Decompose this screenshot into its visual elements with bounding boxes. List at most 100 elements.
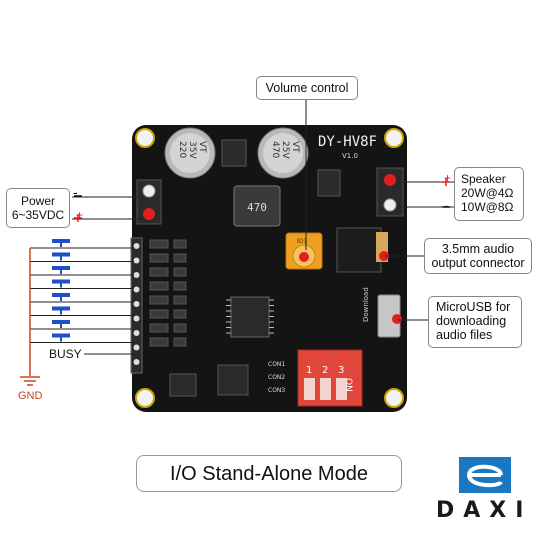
volume-control-callout: Volume control xyxy=(256,76,358,100)
smd-resistor xyxy=(149,267,169,277)
inductor xyxy=(233,185,281,227)
inductor-label: 470 xyxy=(247,201,267,214)
power-plus-sign: + xyxy=(76,208,84,222)
volume-potentiometer xyxy=(285,232,323,270)
mounting-holes xyxy=(135,128,404,408)
mode-title: I/O Stand-Alone Mode xyxy=(136,455,402,492)
dip-number: 3 xyxy=(338,365,344,376)
con-label: CON1 xyxy=(268,361,285,368)
smd-resistor xyxy=(149,309,169,319)
push-button-icon xyxy=(52,252,70,257)
usb-label-line1: MicroUSB for xyxy=(436,300,511,314)
smd-capacitor xyxy=(173,337,187,347)
smd-resistor xyxy=(149,323,169,333)
main-ic xyxy=(230,296,270,338)
chip-label: IO3 xyxy=(297,238,307,245)
smd-capacitor xyxy=(173,295,187,305)
smd-components xyxy=(149,239,187,347)
smd-capacitor xyxy=(173,309,187,319)
usb-label-line3: audio files xyxy=(436,328,493,342)
speaker-label: Speaker xyxy=(461,172,506,186)
dip-number: 1 xyxy=(306,365,312,376)
ground-symbol xyxy=(20,248,40,386)
capacitor-label: VT xyxy=(197,141,207,153)
usb-label-line2: downloading xyxy=(436,314,507,328)
push-button-icon xyxy=(52,239,70,243)
smd-resistor xyxy=(149,337,169,347)
capacitor-label: 25V xyxy=(280,141,290,159)
smd-capacitor xyxy=(173,253,187,263)
chip-top xyxy=(221,139,247,167)
speaker-4ohm-label: 20W@4Ω xyxy=(461,186,514,200)
dip-switch xyxy=(297,349,363,407)
header-pin xyxy=(133,301,140,307)
smd-capacitor xyxy=(173,281,187,291)
capacitor-left xyxy=(164,127,216,179)
version-label: V1.0 xyxy=(342,152,358,160)
speaker-callout: Speaker 20W@4Ω 10W@8Ω xyxy=(454,167,524,221)
header-pin xyxy=(133,359,140,365)
speaker-8ohm-label: 10W@8Ω xyxy=(461,200,514,214)
chip-bottom-left xyxy=(169,373,197,397)
capacitor-right xyxy=(257,127,309,179)
audio-output-callout: 3.5mm audio output connector xyxy=(424,238,532,274)
speaker-terminal xyxy=(376,167,404,217)
busy-label: BUSY xyxy=(49,347,82,361)
volume-control-label: Volume control xyxy=(265,81,349,95)
speaker-minus-sign: - xyxy=(444,197,449,213)
micro-usb-callout: MicroUSB for downloading audio files xyxy=(428,296,522,348)
header-pin xyxy=(133,315,140,322)
smd-capacitor xyxy=(173,239,187,249)
push-button-icon xyxy=(52,293,70,297)
polarity-marks xyxy=(74,178,450,222)
push-button-icon xyxy=(52,333,70,338)
push-button-icon xyxy=(52,306,70,311)
power-range-label: 6~35VDC xyxy=(11,208,65,222)
push-button-icon xyxy=(52,279,70,284)
button-ladder xyxy=(29,239,134,343)
smd-resistor xyxy=(149,253,169,263)
speaker-plus-sign: + xyxy=(444,171,452,185)
capacitor-label: 35V xyxy=(187,141,197,159)
header-pin xyxy=(133,257,140,264)
con-label: CON2 xyxy=(268,374,285,381)
ic-pins xyxy=(226,299,274,334)
download-label: Download xyxy=(362,287,370,322)
model-label: DY-HV8F xyxy=(318,134,377,150)
capacitor-label: 470 xyxy=(270,141,280,158)
chip-bottom xyxy=(217,364,249,396)
smd-capacitor xyxy=(173,323,187,333)
header-pin xyxy=(133,286,140,293)
push-button-icon xyxy=(52,266,70,270)
power-minus-sign: - xyxy=(73,184,78,200)
audio-label-line2: output connector xyxy=(431,256,525,270)
brand-name: DAXI xyxy=(436,498,533,523)
smd-resistor xyxy=(149,281,169,291)
dip-on-label: ON xyxy=(343,378,353,392)
header-pin xyxy=(133,344,140,351)
micro-usb-port xyxy=(377,294,402,338)
capacitor-label: 220 xyxy=(177,141,187,158)
header-pin xyxy=(133,272,140,278)
header-pin xyxy=(133,330,140,336)
push-button-icon xyxy=(52,320,70,324)
con-label: CON3 xyxy=(268,387,285,394)
audio-label-line1: 3.5mm audio xyxy=(441,242,515,256)
smd-capacitor xyxy=(173,267,187,277)
power-label: Power xyxy=(20,194,55,208)
header-pin xyxy=(133,243,140,249)
power-callout: Power 6~35VDC xyxy=(6,188,70,228)
io-header-pins xyxy=(133,243,140,365)
brand-logo xyxy=(459,457,511,493)
dip-number: 2 xyxy=(322,365,328,376)
smd-resistor xyxy=(149,295,169,305)
gnd-label: GND xyxy=(18,390,43,402)
power-terminal xyxy=(136,179,162,225)
capacitor-label: VT xyxy=(290,141,300,153)
audio-jack xyxy=(336,227,389,273)
